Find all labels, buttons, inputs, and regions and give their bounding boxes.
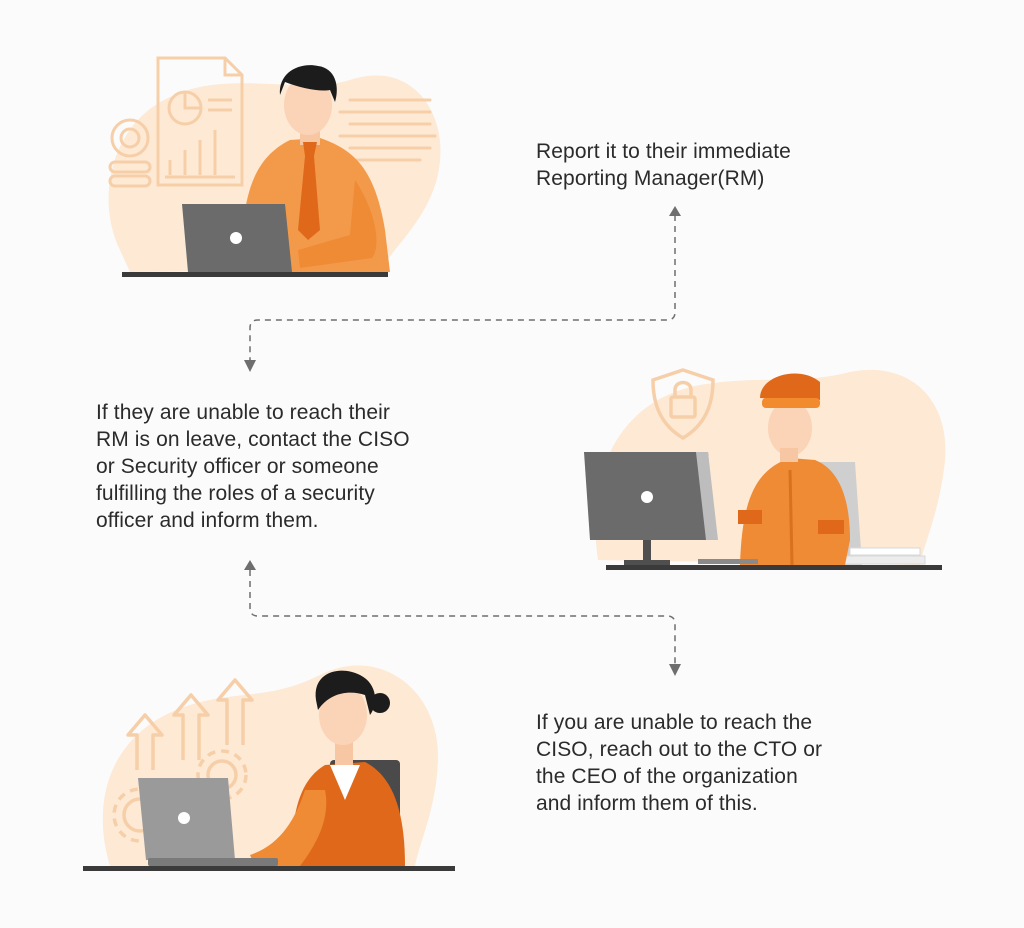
step-1-line-2: Reporting Manager(RM) [536, 167, 765, 190]
officer-arm-band [738, 510, 762, 524]
step-1-text: Report it to their immediate Reporting M… [536, 138, 791, 192]
officer-uniform [740, 458, 850, 565]
laptop-3-logo [178, 812, 190, 824]
man-arm [298, 180, 377, 268]
keyboard [698, 559, 758, 564]
coins-icon [108, 118, 152, 188]
arrowhead-up-step1 [669, 206, 681, 216]
scene-reporting-manager [108, 56, 441, 277]
monitor-logo [641, 491, 653, 503]
step-2-text: If they are unable to reach their RM is … [96, 399, 410, 534]
connectors [244, 215, 681, 676]
officer-neck [780, 448, 798, 462]
officer-cap [760, 373, 820, 400]
step-3-line-3: the CEO of the organization [536, 765, 798, 788]
connector-step2-to-step3 [249, 570, 681, 676]
step-2-line-2: RM is on leave, contact the CISO [96, 428, 410, 451]
woman-bun [370, 693, 390, 713]
step-2-line-5: officer and inform them. [96, 509, 319, 532]
woman-blazer [290, 762, 405, 866]
laptop-3-base [148, 858, 278, 866]
arrowhead-up-step2 [244, 560, 256, 570]
scene-1-text-lines [338, 98, 437, 162]
scene-security-officer [584, 368, 946, 570]
book-2 [844, 555, 926, 565]
desk-2 [606, 565, 942, 570]
step-3-line-4: and inform them of this. [536, 792, 758, 815]
lock-shield-icon [651, 368, 715, 441]
report-document-icon [156, 56, 244, 187]
officer-face [768, 400, 812, 456]
woman-arm [250, 790, 327, 866]
man-hair [279, 65, 337, 102]
desk-1 [122, 272, 388, 277]
laptop-1-logo [230, 232, 242, 244]
step-3-text: If you are unable to reach the CISO, rea… [536, 709, 822, 817]
woman-collar [330, 765, 360, 800]
desk-3 [83, 866, 455, 871]
officer-pocket [818, 520, 844, 534]
scene-executive [83, 665, 455, 871]
woman-neck [335, 740, 353, 765]
monitor-stand [643, 540, 651, 562]
step-3-line-1: If you are unable to reach the [536, 711, 813, 734]
step-3-line-2: CISO, reach out to the CTO or [536, 738, 823, 761]
woman-hair [315, 670, 376, 715]
step-2-line-3: or Security officer or someone [96, 455, 379, 478]
step-1-line-1: Report it to their immediate [536, 140, 791, 163]
connector-step2-to-step1 [244, 215, 676, 372]
book-1 [849, 547, 921, 556]
monitor-base [624, 560, 670, 565]
officer-cap-brim [762, 398, 820, 408]
step-2-line-1: If they are unable to reach their [96, 401, 390, 424]
step-2-line-4: fulfilling the roles of a security [96, 482, 375, 505]
woman-face [319, 685, 367, 745]
growth-arrows-icon [126, 678, 254, 770]
man-tie [298, 142, 320, 240]
